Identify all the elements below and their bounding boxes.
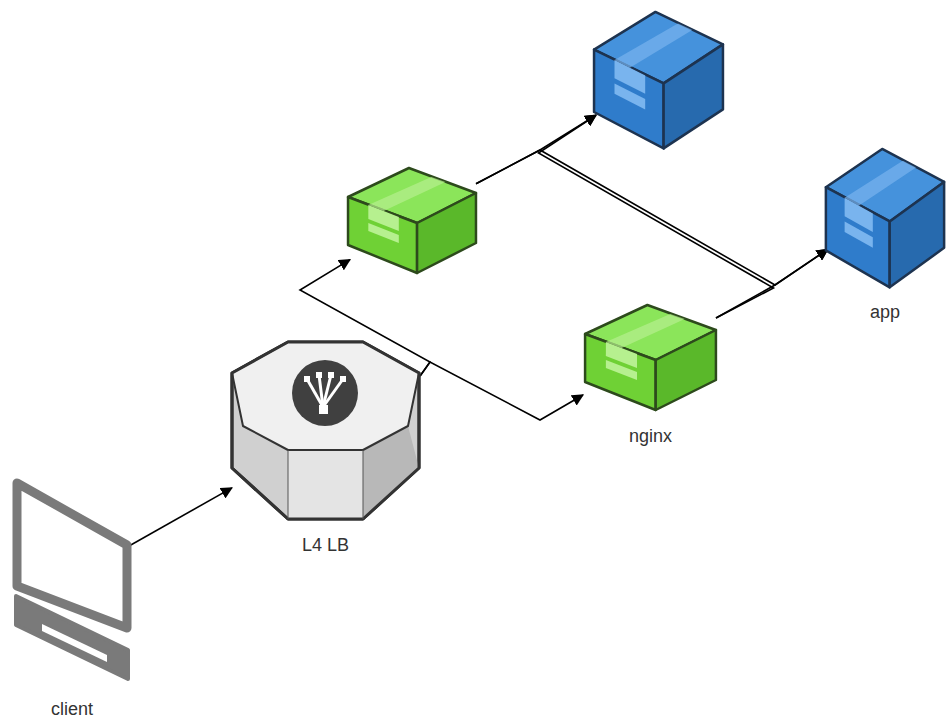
green-icon bbox=[346, 165, 478, 275]
green-icon bbox=[583, 302, 718, 412]
load-balancer: L4 LB bbox=[228, 338, 423, 523]
blue-icon bbox=[824, 145, 946, 290]
nginx-cube bbox=[346, 165, 478, 275]
blue-icon bbox=[592, 8, 725, 151]
node-label: client bbox=[51, 699, 93, 720]
client-computer: client bbox=[12, 478, 132, 683]
app-cube: app bbox=[824, 145, 946, 290]
nginx-cube: nginx bbox=[583, 302, 718, 412]
connector-arrow bbox=[420, 362, 583, 420]
connector-arrow bbox=[131, 488, 232, 545]
node-label: nginx bbox=[629, 426, 672, 448]
app-cube bbox=[592, 8, 725, 151]
connector-arrow bbox=[716, 249, 828, 318]
client-icon bbox=[12, 478, 132, 683]
node-label: L4 LB bbox=[302, 535, 349, 557]
lb-icon bbox=[228, 338, 423, 523]
node-label: app bbox=[870, 302, 900, 324]
